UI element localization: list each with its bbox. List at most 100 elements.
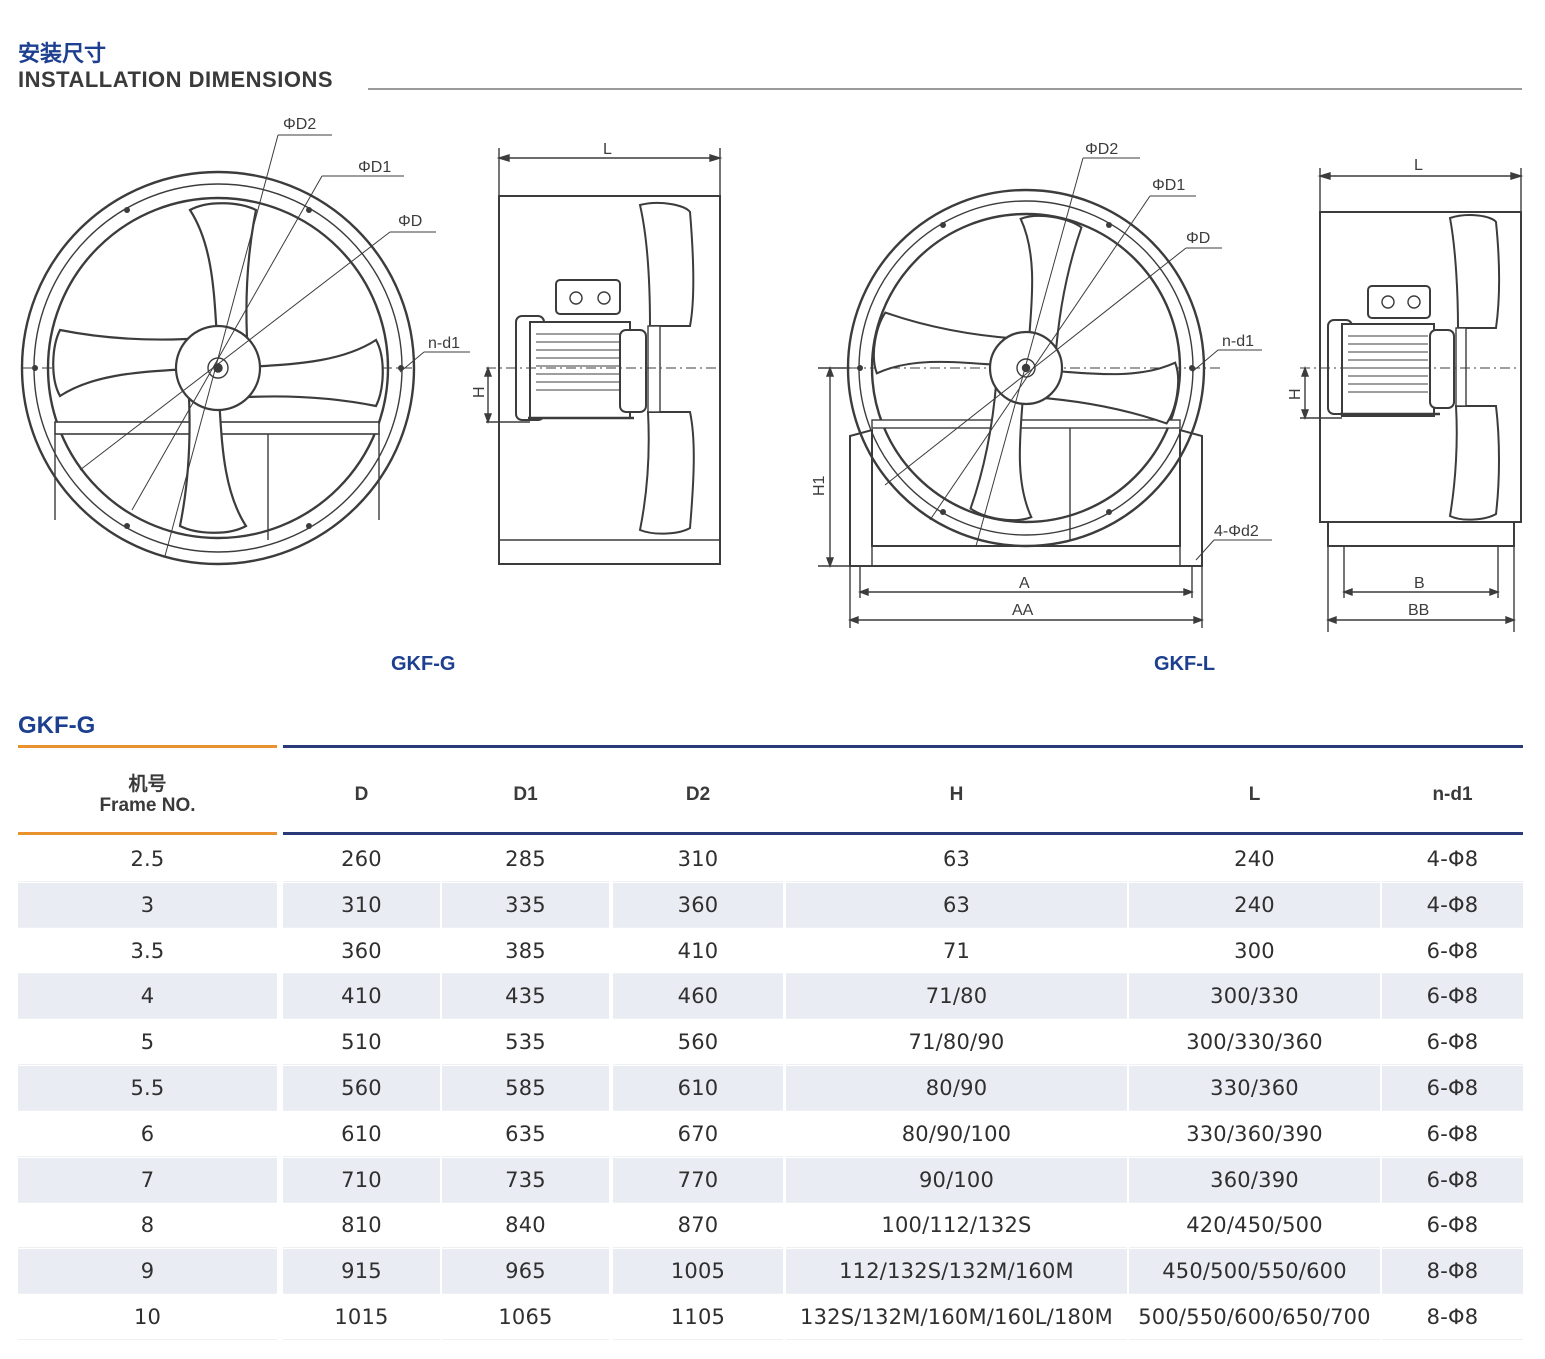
cell-d: 310	[283, 882, 440, 928]
gkf-l-label-4d2: 4-Φd2	[1214, 523, 1259, 540]
cell-l: 300/330	[1129, 974, 1380, 1020]
cell-d1: 585	[442, 1066, 609, 1111]
cell-h: 80/90/100	[786, 1112, 1127, 1157]
column-header-l: L	[1248, 784, 1261, 805]
cell-d1: 965	[442, 1249, 609, 1295]
header-top-rule-accent	[18, 745, 277, 748]
cell-d1: 535	[442, 1020, 609, 1066]
cell-frame: 6	[18, 1112, 277, 1157]
cell-d: 1015	[283, 1295, 440, 1340]
cell-d: 560	[283, 1066, 440, 1111]
gkf-l-label-b: B	[1414, 575, 1425, 592]
cell-n-d1: 6-Φ8	[1382, 929, 1523, 974]
cell-frame: 8	[18, 1203, 277, 1249]
cell-n-d1: 6-Φ8	[1382, 1066, 1523, 1111]
cell-h: 100/112/132S	[786, 1203, 1127, 1249]
gkf-l-label-a: A	[1019, 575, 1030, 592]
cell-d1: 435	[442, 974, 609, 1020]
cell-h: 80/90	[786, 1066, 1127, 1111]
cell-n-d1: 8-Φ8	[1382, 1295, 1523, 1340]
section-title-en: INSTALLATION DIMENSIONS	[18, 67, 334, 92]
gkf-l-label-bb: BB	[1408, 602, 1429, 619]
cell-d: 810	[283, 1203, 440, 1249]
cell-d2: 310	[613, 837, 783, 882]
gkf-g-label-nd1: n-d1	[428, 335, 460, 352]
cell-frame: 9	[18, 1249, 277, 1295]
cell-d: 410	[283, 974, 440, 1020]
installation-drawings: ΦD2 ΦD1 ΦD n-d1 L H	[20, 116, 1524, 632]
cell-frame: 7	[18, 1157, 277, 1203]
cell-h: 71/80	[786, 974, 1127, 1020]
cell-l: 450/500/550/600	[1129, 1249, 1380, 1295]
cell-d2: 1105	[613, 1295, 783, 1340]
cell-d2: 770	[613, 1157, 783, 1203]
column-header-n-d1: n-d1	[1432, 784, 1473, 805]
header-bottom-rule-accent	[18, 832, 277, 835]
cell-n-d1: 8-Φ8	[1382, 1249, 1523, 1295]
cell-d: 710	[283, 1157, 440, 1203]
cell-frame: 4	[18, 974, 277, 1020]
cell-h: 132S/132M/160M/160L/180M	[786, 1295, 1127, 1340]
cell-l: 330/360/390	[1129, 1112, 1380, 1157]
cell-l: 240	[1129, 837, 1380, 882]
cell-d2: 460	[613, 974, 783, 1020]
cell-h: 112/132S/132M/160M	[786, 1249, 1127, 1295]
cell-l: 300/330/360	[1129, 1020, 1380, 1066]
gkf-l-label-nd1: n-d1	[1222, 333, 1254, 350]
cell-d1: 635	[442, 1112, 609, 1157]
cell-d1: 385	[442, 929, 609, 974]
cell-l: 330/360	[1129, 1066, 1380, 1111]
cell-d2: 1005	[613, 1249, 783, 1295]
cell-d: 610	[283, 1112, 440, 1157]
cell-d: 360	[283, 929, 440, 974]
header-top-rule	[283, 745, 1523, 748]
cell-n-d1: 4-Φ8	[1382, 837, 1523, 882]
cell-d1: 285	[442, 837, 609, 882]
column-header-d2: D2	[685, 784, 711, 805]
cell-l: 360/390	[1129, 1157, 1380, 1203]
column-header-h: H	[949, 784, 964, 805]
cell-d2: 610	[613, 1066, 783, 1111]
cell-d2: 360	[613, 882, 783, 928]
cell-l: 300	[1129, 929, 1380, 974]
gkf-g-label-l: L	[603, 141, 612, 158]
cell-n-d1: 6-Φ8	[1382, 1157, 1523, 1203]
cell-d1: 735	[442, 1157, 609, 1203]
cell-d1: 1065	[442, 1295, 609, 1340]
cell-n-d1: 6-Φ8	[1382, 974, 1523, 1020]
cell-h: 71	[786, 929, 1127, 974]
cell-l: 500/550/600/650/700	[1129, 1295, 1380, 1340]
cell-h: 71/80/90	[786, 1020, 1127, 1066]
gkf-l-label-h1: H1	[811, 475, 828, 496]
gkf-g-label-d: ΦD	[398, 213, 422, 230]
cell-frame: 10	[18, 1295, 277, 1340]
cell-h: 63	[786, 882, 1127, 928]
cell-l: 420/450/500	[1129, 1203, 1380, 1249]
column-header-frame-en: Frame NO.	[99, 795, 196, 816]
gkf-g-front-view	[20, 134, 470, 566]
gkf-l-side-view	[1300, 168, 1524, 632]
gkf-g-label-d2: ΦD2	[283, 116, 316, 133]
gkf-l-label-d2: ΦD2	[1085, 141, 1118, 158]
title-underline	[368, 88, 1522, 90]
caption-gkf-g: GKF-G	[391, 653, 456, 675]
cell-d1: 335	[442, 882, 609, 928]
table-section-title: GKF-G	[18, 712, 96, 739]
cell-n-d1: 4-Φ8	[1382, 882, 1523, 928]
gkf-l-label-aa: AA	[1012, 602, 1034, 619]
cell-frame: 5.5	[18, 1066, 277, 1111]
gkf-g-side-view	[483, 148, 723, 565]
column-header-frame: 机号 Frame NO.	[18, 772, 277, 818]
gkf-l-label-h: H	[1287, 388, 1304, 400]
